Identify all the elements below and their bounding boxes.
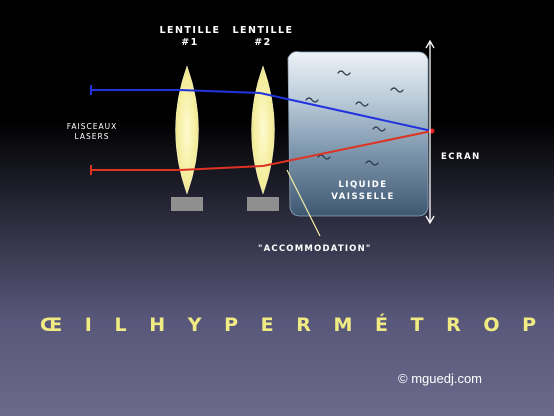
- screen-label: ECRAN: [441, 152, 481, 162]
- lens1-label: LENTILLE #1: [159, 25, 221, 48]
- laser-beam-top: [90, 85, 433, 132]
- lens2-icon: [251, 65, 275, 195]
- lasers-label: FAISCEAUX LASERS: [66, 122, 118, 141]
- screen-arrow-icon: [425, 39, 435, 225]
- lens1-icon: [175, 65, 199, 195]
- slide-title: Œ I L H Y P E R M É T R O P E: [40, 314, 554, 336]
- lens1-base: [171, 197, 203, 211]
- liquid-label: LIQUIDE VAISSELLE: [331, 180, 395, 202]
- lens2-base: [247, 197, 279, 211]
- liquid-tank-icon: [287, 51, 429, 217]
- accommodation-label: "ACCOMMODATION": [258, 244, 372, 254]
- credit-text: © mguedj.com: [398, 371, 482, 386]
- laser-beam-bottom: [90, 130, 433, 175]
- accommodation-pointer: [286, 169, 321, 237]
- wave-symbols: [305, 70, 404, 166]
- focus-point: [429, 128, 435, 134]
- lens2-label: LENTILLE #2: [232, 25, 294, 48]
